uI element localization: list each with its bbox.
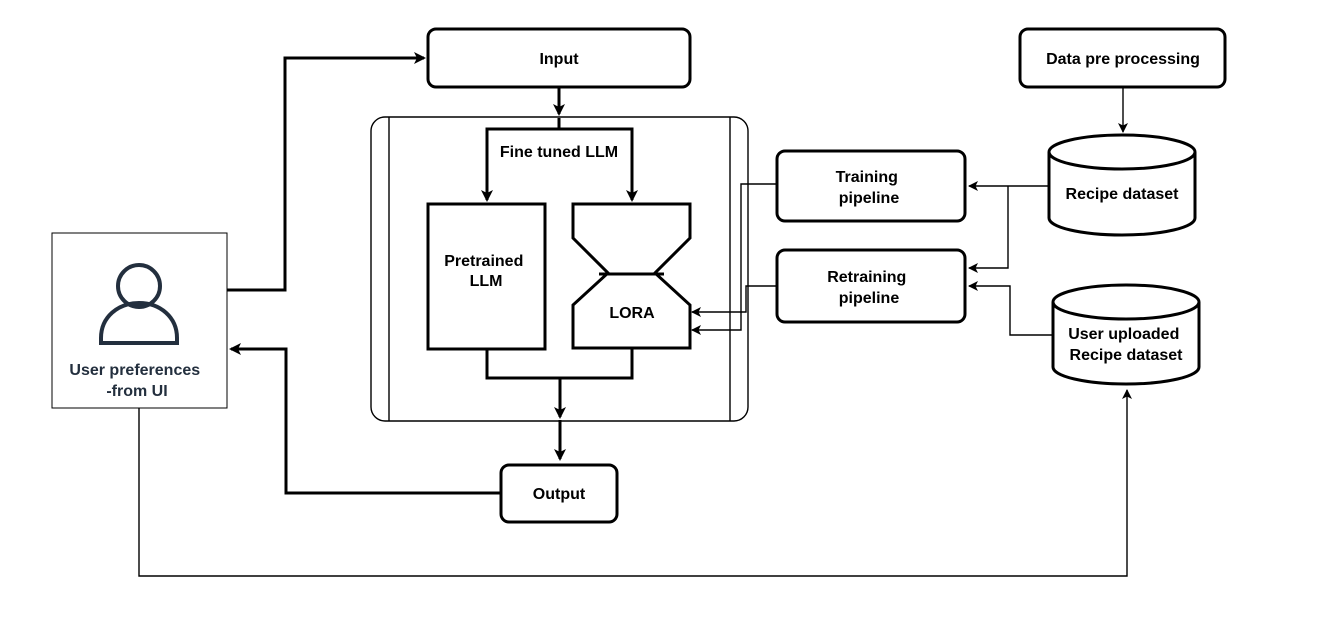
- training-pipeline-label-line-1: Training: [836, 169, 898, 186]
- user-uploaded-dataset-label-line-2: Recipe dataset: [1070, 347, 1184, 364]
- user-uploaded-dataset-cylinder: User uploaded Recipe dataset: [1051, 283, 1201, 386]
- user-preferences-panel: User preferences -from UI: [51, 232, 228, 409]
- pretrained-llm-label-line-1: Pretrained: [444, 253, 523, 270]
- user-preferences-label-line-2: -from UI: [106, 383, 167, 400]
- retraining-pipeline-label: Retraining pipeline: [827, 269, 911, 307]
- user-preferences-label: User preferences -from UI: [69, 362, 204, 400]
- edge-training-to-lora: [691, 183, 776, 335]
- recipe-dataset-cylinder: Recipe dataset: [1047, 133, 1197, 237]
- pretrained-llm-label-line-2: LLM: [470, 273, 503, 290]
- training-pipeline-label: Training pipeline: [836, 169, 903, 207]
- recipe-dataset-label: Recipe dataset: [1066, 186, 1180, 203]
- retraining-pipeline-label-line-2: pipeline: [839, 290, 900, 307]
- output-box: Output: [499, 463, 619, 524]
- edge-models-merge: [485, 349, 634, 380]
- output-label: Output: [533, 486, 586, 503]
- fine-tuned-llm-container: [370, 116, 749, 422]
- edge-dataset-to-retraining: [968, 186, 1009, 273]
- training-pipeline-box: Training pipeline: [775, 149, 967, 223]
- edge-retraining-to-lora: [691, 285, 776, 317]
- user-uploaded-dataset-label-line-1: User uploaded: [1068, 326, 1179, 343]
- edge-output-to-user: [229, 343, 500, 495]
- retraining-pipeline-label-line-1: Retraining: [827, 269, 906, 286]
- edge-uploaded-to-retraining: [968, 281, 1052, 336]
- pretrained-llm-box: Pretrained LLM: [426, 202, 547, 351]
- edge-split-to-lora: [559, 127, 638, 202]
- lora-box: LORA: [571, 202, 692, 350]
- training-pipeline-label-line-2: pipeline: [839, 190, 900, 207]
- user-preferences-label-line-1: User preferences: [69, 362, 200, 379]
- user-icon: [99, 263, 179, 345]
- edge-user-to-input: [227, 52, 426, 292]
- edge-user-to-uploaded-dataset: [138, 389, 1132, 577]
- user-uploaded-dataset-label: User uploaded Recipe dataset: [1068, 326, 1184, 364]
- fine-tuned-llm-label: Fine tuned LLM: [500, 144, 618, 161]
- input-box: Input: [426, 27, 692, 89]
- edge-split-to-pretrained: [481, 118, 561, 202]
- lora-label: LORA: [609, 305, 655, 322]
- pretrained-llm-label: Pretrained LLM: [444, 253, 528, 290]
- retraining-pipeline-box: Retraining pipeline: [775, 248, 967, 324]
- input-label: Input: [539, 51, 579, 68]
- data-preprocessing-box: Data pre processing: [1018, 27, 1227, 89]
- data-preprocessing-label: Data pre processing: [1046, 51, 1200, 68]
